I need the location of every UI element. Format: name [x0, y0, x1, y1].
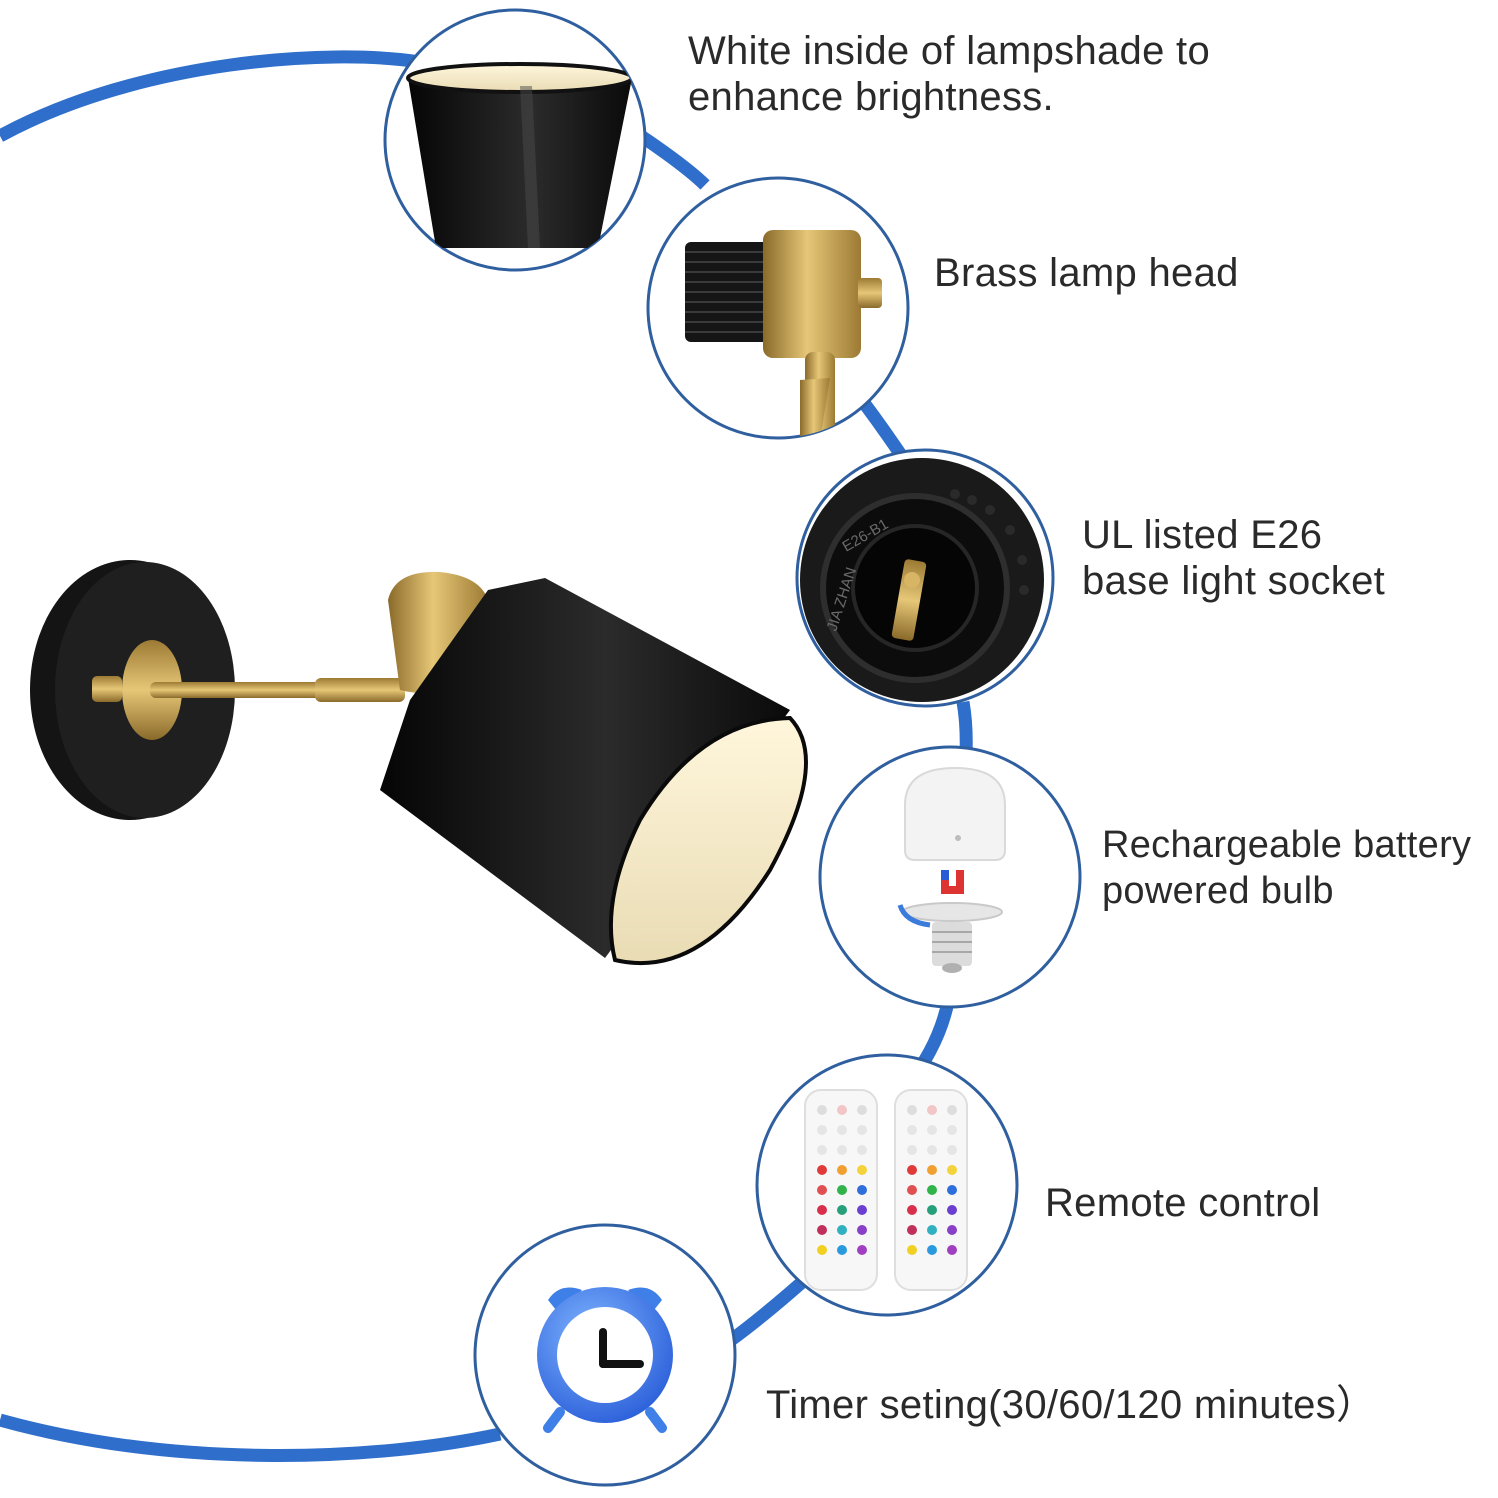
feature-label-lampshade: White inside of lampshade to enhance bri…: [688, 28, 1210, 120]
feature-label-line: powered bulb: [1102, 870, 1334, 912]
feature-label-line: Rechargeable battery: [1102, 824, 1472, 866]
remote-control-photo: [755, 1053, 1019, 1317]
feature-label-line: White inside of lampshade to: [688, 29, 1211, 73]
feature-label-line: enhance brightness.: [688, 75, 1054, 119]
feature-label-line: Brass lamp head: [934, 251, 1239, 295]
e26-socket-photo: JIA ZHAN E26-B1: [795, 448, 1055, 708]
feature-label-socket: UL listed E26 base light socket: [1082, 512, 1385, 604]
alarm-clock-icon: [473, 1223, 737, 1487]
feature-label-remote: Remote control: [1045, 1180, 1320, 1226]
lampshade-photo: [383, 8, 647, 272]
feature-label-lamp-head: Brass lamp head: [934, 250, 1239, 296]
feature-label-line: UL listed E26: [1082, 513, 1323, 557]
brass-lamp-head-photo: [646, 176, 910, 440]
feature-label-line: base light socket: [1082, 559, 1386, 603]
feature-label-bulb: Rechargeable battery powered bulb: [1102, 822, 1471, 914]
feature-label-line: Timer seting(30/60/120 minutes）: [766, 1383, 1377, 1427]
feature-label-timer: Timer seting(30/60/120 minutes）: [766, 1382, 1376, 1428]
wall-sconce-lamp-photo: [30, 560, 808, 966]
feature-label-line: Remote control: [1045, 1181, 1321, 1225]
battery-bulb-photo: [818, 745, 1082, 1009]
